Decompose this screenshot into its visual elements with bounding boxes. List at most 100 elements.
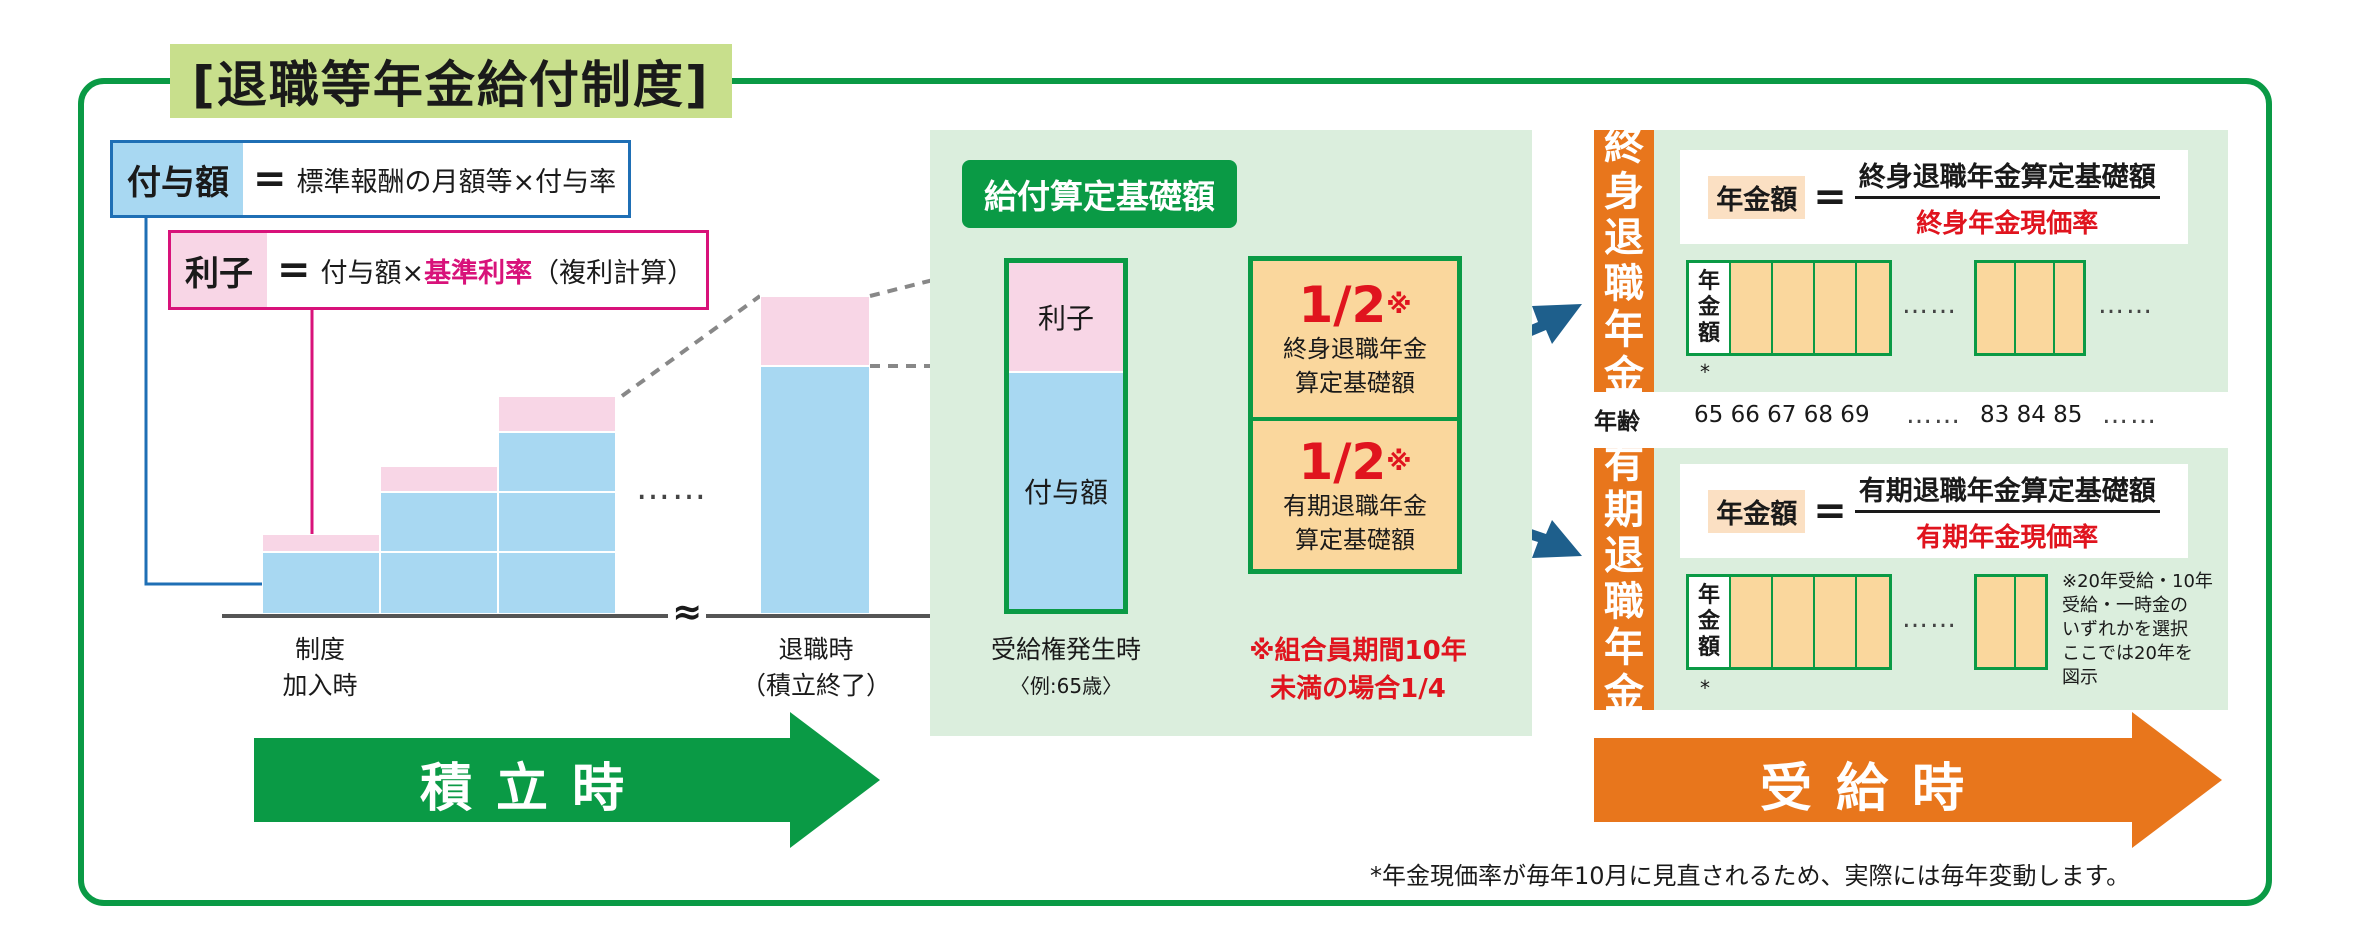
grid-cell <box>1815 263 1857 353</box>
split-upper-sub1: 終身退職年金 <box>1283 335 1427 363</box>
join-time-label: 制度 加入時 <box>250 632 390 704</box>
fixed-term-note-line5: 図示 <box>2062 667 2098 688</box>
fixed-term-formula: 年金額 = 有期退職年金算定基礎額 有期年金現価率 <box>1680 464 2188 558</box>
split-lower-fraction: 1/2※ <box>1298 433 1412 491</box>
accumulation-arrow-label: 積立時 <box>419 759 648 819</box>
split-upper-fraction: 1/2※ <box>1298 276 1412 334</box>
bar3-grant-bottom <box>498 552 616 614</box>
interest-formula-suffix: （複利計算） <box>532 257 695 289</box>
join-time-label-line1: 制度 <box>294 635 345 664</box>
bars-ellipsis: …… <box>636 468 708 508</box>
bar3-grant-top <box>498 432 616 492</box>
bar3-interest <box>498 396 616 432</box>
split-upper-sub2: 算定基礎額 <box>1295 369 1415 397</box>
calc-basis-badge: 給付算定基礎額 <box>962 160 1237 228</box>
fixed-term-numerator: 有期退職年金算定基礎額 <box>1854 469 2160 513</box>
grid-cell <box>1773 577 1815 667</box>
interest-formula: 付与額×基準利率（複利計算） <box>321 251 695 290</box>
age-values-b: 83 84 85 <box>1980 402 2083 428</box>
retire-time-label-line2: （積立終了） <box>740 671 891 700</box>
interest-formula-prefix: 付与額× <box>320 257 425 289</box>
split-note: ※組合員期間10年 未満の場合1/4 <box>1208 632 1508 708</box>
entitlement-label-line1: 受給権発生時 <box>990 635 1141 664</box>
entitlement-label-line2: 〈例:65歳〉 <box>1009 674 1123 698</box>
grid-cell <box>1731 263 1773 353</box>
fixed-term-grid-a: 年金額 <box>1686 574 1892 670</box>
bar2-grant-top <box>380 492 498 552</box>
retire-time-label-line1: 退職時 <box>778 635 854 664</box>
timeline-baseline <box>222 614 1000 618</box>
interest-label: 利子 <box>171 233 267 307</box>
grant-formula: 標準報酬の月額等×付与率 <box>296 166 617 198</box>
lifetime-grid-b <box>1974 260 2086 356</box>
page-title: [退職等年金給付制度] <box>170 44 732 118</box>
fixed-term-note-line2: 受給・一時金の <box>2062 595 2188 616</box>
fixed-term-pension-label: 有期退職年金 <box>1594 441 1654 717</box>
fixed-term-denominator: 有期年金現価率 <box>1916 522 2099 553</box>
grid-cell <box>2055 263 2083 353</box>
grid-cell <box>1731 577 1773 667</box>
bar2-interest <box>380 466 498 492</box>
split-upper: 1/2※ 終身退職年金 算定基礎額 <box>1253 261 1457 421</box>
age-values-a: 65 66 67 68 69 <box>1694 402 1870 428</box>
lifetime-grid-a: 年金額 <box>1686 260 1892 356</box>
lifetime-grid-label: 年金額 <box>1689 263 1731 353</box>
grid-cell <box>1857 263 1889 353</box>
age-ellipsis-b: …… <box>2102 400 2158 430</box>
receipt-arrow-label: 受給時 <box>1759 759 1988 819</box>
calc-basis-interest: 利子 <box>1009 263 1123 373</box>
bar2-grant-bottom <box>380 552 498 614</box>
lifetime-pension-label: 終身退職年金 <box>1594 123 1654 399</box>
receipt-arrow <box>1594 712 2222 848</box>
grid-cell <box>1815 577 1857 667</box>
fixed-term-grid-b <box>1974 574 2048 670</box>
fixed-term-grid-ellipsis: …… <box>1902 604 1958 634</box>
grant-definition: 付与額 = 標準報酬の月額等×付与率 <box>110 140 632 218</box>
split-lower-sub1: 有期退職年金 <box>1283 492 1427 520</box>
entitlement-label: 受給権発生時 〈例:65歳〉 <box>962 632 1170 704</box>
grid-cell <box>1773 263 1815 353</box>
lifetime-formula-fraction: 終身退職年金算定基礎額 終身年金現価率 <box>1854 155 2160 240</box>
fixed-term-note: ※20年受給・10年 受給・一時金の いずれかを選択 ここでは20年を 図示 <box>2062 570 2222 690</box>
fixed-term-note-line1: ※20年受給・10年 <box>2062 571 2213 592</box>
outer-frame <box>78 78 2272 906</box>
grant-equals: = <box>253 156 287 202</box>
split-lower-sub2: 算定基礎額 <box>1295 526 1415 554</box>
bar3-grant-mid <box>498 492 616 552</box>
fixed-term-grid-label: 年金額 <box>1689 577 1731 667</box>
lifetime-formula: 年金額 = 終身退職年金算定基礎額 終身年金現価率 <box>1680 150 2188 244</box>
fixed-term-note-line3: いずれかを選択 <box>2062 619 2188 640</box>
lifetime-numerator: 終身退職年金算定基礎額 <box>1854 155 2160 199</box>
bar1-grant <box>262 552 380 614</box>
fixed-term-formula-fraction: 有期退職年金算定基礎額 有期年金現価率 <box>1854 469 2160 554</box>
fixed-term-formula-label: 年金額 <box>1708 489 1806 533</box>
fixed-term-formula-equals: = <box>1813 488 1847 534</box>
split-lower: 1/2※ 有期退職年金 算定基礎額 <box>1253 421 1457 571</box>
split-note-line2: 未満の場合1/4 <box>1270 674 1446 704</box>
calc-basis-grant: 付与額 <box>1023 476 1108 509</box>
grant-connector <box>144 218 262 586</box>
age-ellipsis-a: …… <box>1906 400 1962 430</box>
fixed-term-note-line4: ここでは20年を <box>2062 643 2193 664</box>
grid-cell <box>1857 577 1889 667</box>
lifetime-grid-ellipsis-2: …… <box>2098 290 2154 320</box>
grid-cell <box>2016 577 2045 667</box>
lifetime-asterisk: * <box>1700 360 1710 384</box>
bar1-interest <box>262 534 380 552</box>
footnote: *年金現価率が毎年10月に見直されるため、実際には毎年変動します。 <box>1370 862 2131 890</box>
lifetime-grid-ellipsis-1: …… <box>1902 290 1958 320</box>
accumulation-arrow <box>254 712 880 848</box>
interest-definition: 利子 = 付与額×基準利率（複利計算） <box>168 230 710 310</box>
grant-label: 付与額 <box>113 143 243 215</box>
lifetime-denominator: 終身年金現価率 <box>1916 208 2099 239</box>
lifetime-formula-label: 年金額 <box>1708 175 1806 219</box>
split-box: 1/2※ 終身退職年金 算定基礎額 1/2※ 有期退職年金 算定基礎額 <box>1248 256 1462 574</box>
fixed-term-asterisk: * <box>1700 676 1710 700</box>
grid-cell <box>2016 263 2055 353</box>
grid-cell <box>1977 577 2016 667</box>
retire-bar-interest <box>760 296 870 366</box>
split-note-line1: ※組合員期間10年 <box>1249 636 1467 666</box>
timeline-break-mark: ≈ <box>668 592 707 633</box>
grid-cell <box>1977 263 2016 353</box>
